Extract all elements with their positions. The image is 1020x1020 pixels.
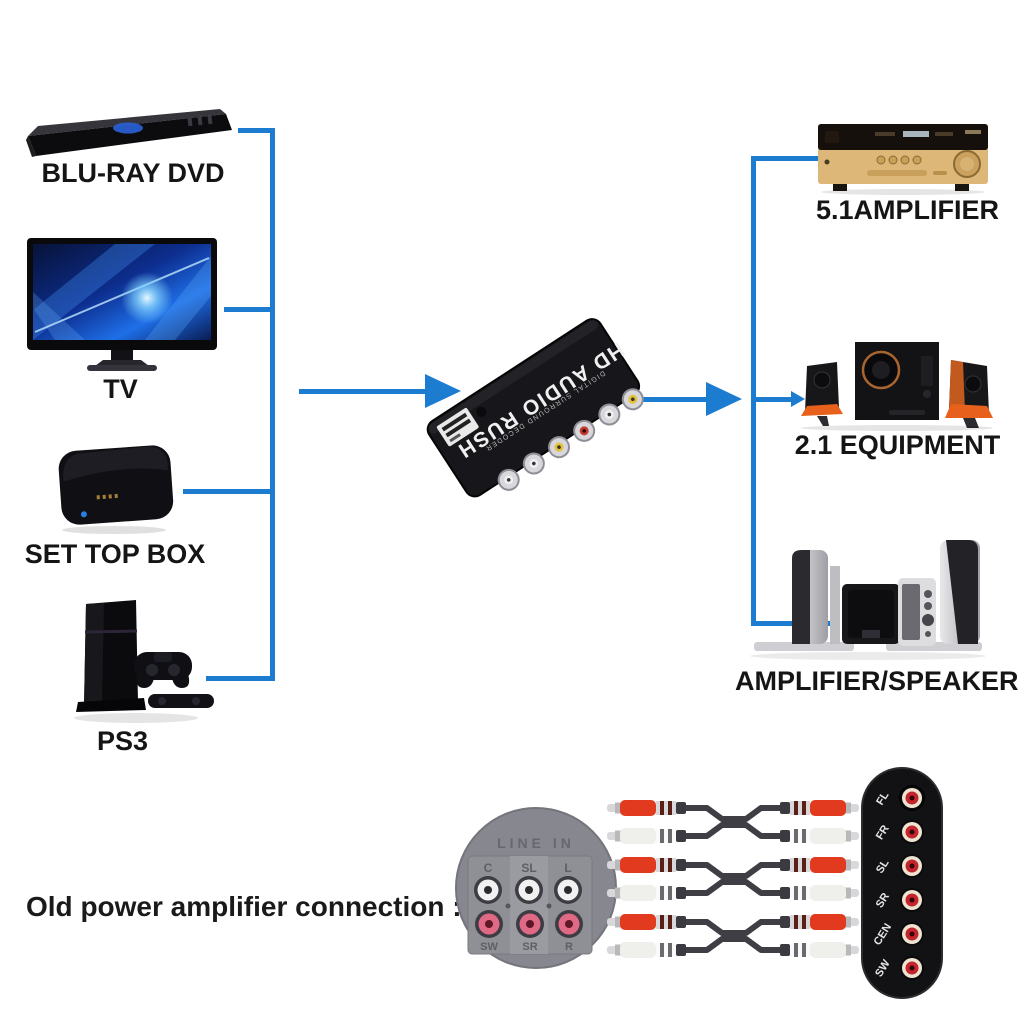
amp51-connector-line bbox=[756, 156, 818, 161]
subwoofer bbox=[842, 584, 900, 644]
right-bus-line bbox=[751, 156, 756, 626]
line-in-top-jacks bbox=[474, 876, 582, 904]
line-in-label-c: C bbox=[484, 861, 493, 875]
line-in-title: LINE IN bbox=[497, 835, 575, 851]
blu-ray-player-image bbox=[26, 109, 232, 157]
label-2-1-equipment: 2.1 EQUIPMENT bbox=[794, 430, 1001, 460]
rca-cable-1 bbox=[607, 800, 859, 844]
tv-connector-line bbox=[224, 307, 272, 312]
line-in-label-sl: SL bbox=[521, 861, 536, 875]
eq21-connector-line bbox=[756, 397, 792, 402]
stb-led bbox=[80, 511, 87, 518]
left-satellite-speaker bbox=[801, 362, 843, 426]
label-set-top-box: SET TOP BOX bbox=[24, 539, 206, 569]
hd-audio-rush-converter-image: HD AUDIO RUSH DIGITAL SURROUND DECODER bbox=[426, 318, 644, 498]
ps3-camera bbox=[148, 694, 214, 708]
rca-cable-3 bbox=[607, 914, 859, 958]
left-bus-line bbox=[270, 128, 275, 681]
rca-cable-2 bbox=[607, 857, 859, 901]
input-arrow-shaft bbox=[299, 389, 430, 394]
output-arrow-head bbox=[706, 382, 742, 416]
bluray-connector-line bbox=[238, 128, 272, 133]
ps3-controller bbox=[134, 652, 192, 688]
center-receiver-unit bbox=[898, 578, 936, 646]
input-arrow-head bbox=[425, 374, 461, 408]
equipment-2-1-image bbox=[801, 342, 993, 431]
line-in-panel-image: LINE IN C SL L SW SR R bbox=[455, 807, 617, 969]
amplifier-5-1-image bbox=[818, 124, 988, 195]
stb-connector-line bbox=[183, 489, 272, 494]
label-blu-ray-dvd: BLU-RAY DVD bbox=[41, 158, 225, 188]
right-tower-speaker bbox=[940, 540, 980, 644]
right-satellite-speaker bbox=[945, 360, 993, 428]
output-jack-panel-image: FL FR SL SR CEN SW bbox=[861, 767, 943, 999]
ps3-image bbox=[74, 600, 214, 723]
dts-dolby-label bbox=[436, 408, 479, 447]
label-5-1-amplifier: 5.1AMPLIFIER bbox=[815, 195, 1000, 225]
bluray-logo bbox=[113, 122, 143, 134]
tv-image bbox=[27, 238, 217, 371]
amplifier-speaker-image bbox=[750, 540, 986, 660]
converter-rca-jacks bbox=[497, 388, 644, 491]
line-in-label-l: L bbox=[564, 861, 571, 875]
speaker-connector-line bbox=[751, 621, 830, 626]
ps3-connector-line bbox=[206, 676, 272, 681]
line-in-label-sr: SR bbox=[522, 941, 537, 953]
set-top-box-image bbox=[58, 445, 174, 534]
left-tower-speaker bbox=[792, 550, 828, 644]
label-tv: TV bbox=[103, 374, 138, 404]
label-ps3: PS3 bbox=[96, 726, 149, 756]
output-arrow-shaft bbox=[584, 397, 708, 402]
output-panel-jacks bbox=[899, 785, 925, 980]
label-amplifier-speaker: AMPLIFIER/SPEAKER bbox=[735, 666, 1019, 696]
rca-cables-image bbox=[605, 792, 861, 978]
line-in-label-r: R bbox=[565, 941, 573, 953]
eq21-arrow-head bbox=[791, 391, 805, 407]
old-amplifier-caption: Old power amplifier connection : bbox=[26, 891, 462, 922]
line-in-bottom-jacks bbox=[475, 910, 583, 938]
line-in-label-sw: SW bbox=[480, 941, 498, 953]
